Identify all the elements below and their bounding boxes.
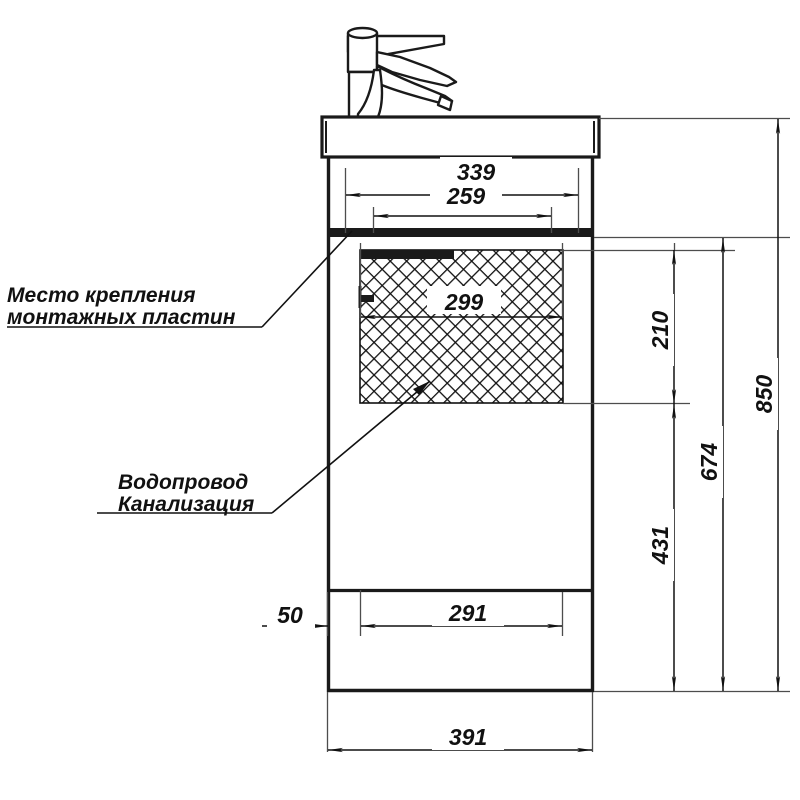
- leader-diagonal-mounting: [261, 230, 353, 328]
- dim-210-label: 210: [647, 311, 673, 351]
- dim-50-label: 50: [277, 602, 303, 628]
- faucet-aerator: [436, 94, 454, 112]
- annotation-plumbing-line1: Водопровод: [118, 471, 248, 494]
- faucet-cap-top: [346, 26, 379, 40]
- plumbing-service-hatch-area: [358, 249, 564, 404]
- extension-lines: [326, 117, 790, 752]
- dim-259-label: 259: [446, 183, 486, 209]
- leader-arrowhead-plumbing: [413, 381, 430, 395]
- dim-299-label: 299: [444, 289, 484, 315]
- annotation-mounting-line2: монтажных пластин: [7, 306, 236, 329]
- leader-diagonal-plumbing: [271, 380, 431, 514]
- dimension-labels: 339 259 299 50 291 391 210 431 674: [267, 157, 778, 750]
- dim-291-label: 291: [448, 600, 487, 626]
- annotation-mounting-line1: Место крепления: [7, 284, 196, 307]
- dim-850-label: 850: [751, 375, 777, 414]
- annotation-plumbing-line2: Канализация: [118, 493, 254, 516]
- annotation-plumbing: Водопровод Канализация: [118, 471, 254, 516]
- mounting-plate-bar: [361, 250, 454, 259]
- dim-431-label: 431: [647, 526, 673, 565]
- dim-339-label: 339: [457, 159, 496, 185]
- leader-lines: [7, 230, 431, 514]
- annotation-mounting-plates: Место крепления монтажных пластин: [7, 284, 236, 329]
- dim-391-label: 391: [449, 724, 487, 750]
- vanity-cabinet-body: [326, 157, 595, 693]
- washbasin-countertop: [320, 115, 601, 159]
- dim-674-label: 674: [696, 443, 722, 482]
- faucet-spout-upper: [375, 50, 458, 88]
- faucet: [346, 26, 458, 119]
